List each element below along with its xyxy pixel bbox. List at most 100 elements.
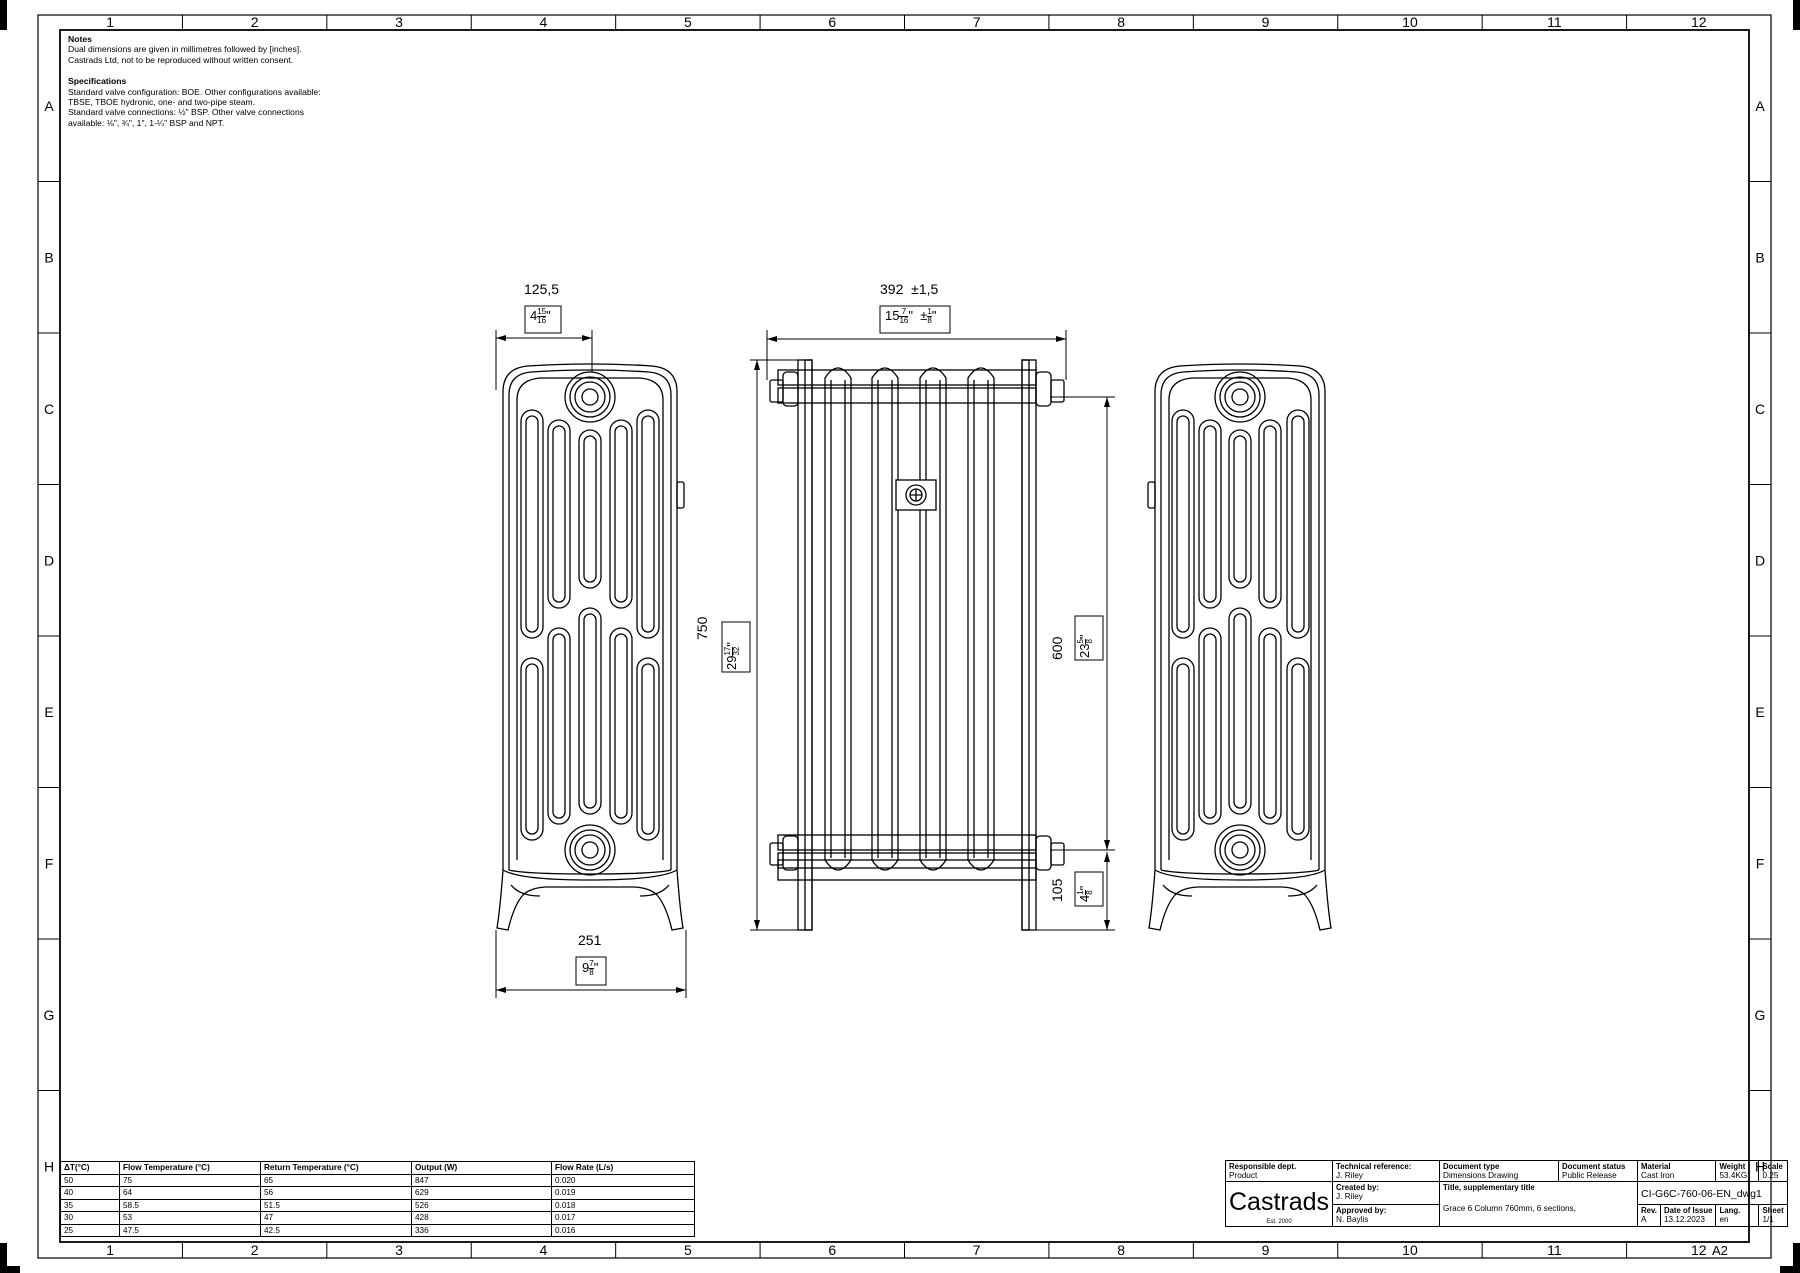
approved-by-cell: Approved by:N. Baylis <box>1332 1203 1441 1227</box>
drawing-number: CI-G6C-760-06-EN_dwg1 <box>1637 1181 1788 1205</box>
table-cell: 35 <box>60 1198 120 1212</box>
grid-col-label: 11 <box>1547 14 1562 30</box>
weight-value: 53.4KG <box>1719 1171 1748 1180</box>
col-header: Flow Temperature (°C) <box>119 1161 261 1175</box>
grid-row-label: A <box>44 98 54 114</box>
table-cell: 58.5 <box>119 1198 261 1212</box>
approved-by-value: N. Baylis <box>1336 1214 1369 1224</box>
table-cell: 51.5 <box>260 1198 412 1212</box>
grid-col-label: 12 <box>1691 14 1707 30</box>
notes-block: Notes Dual dimensions are given in milli… <box>68 34 398 128</box>
date-value: 13.12.2023 <box>1663 1214 1705 1224</box>
side-view-right <box>1147 363 1332 931</box>
material-label: Material <box>1641 1162 1671 1171</box>
table-cell: 0.018 <box>551 1198 695 1212</box>
doc-type-label: Document type <box>1443 1162 1500 1171</box>
table-header-row: ΔT(°C) Flow Temperature (°C) Return Temp… <box>60 1161 695 1175</box>
spec-heading: Specifications <box>68 76 127 87</box>
table-cell: 428 <box>411 1211 552 1225</box>
grid-col-label: 6 <box>828 14 836 30</box>
dim-floor-in-den: 8 <box>1085 890 1095 895</box>
notes-line: Dual dimensions are given in millimetres… <box>68 44 302 55</box>
spec-line: TBSE, TBOE hydronic, one- and two-pipe s… <box>68 97 256 108</box>
spec-line: Standard valve configuration: BOE. Other… <box>68 86 321 97</box>
col-header: Flow Rate (L/s) <box>551 1161 695 1175</box>
responsible-dept-label: Responsible dept. <box>1229 1162 1297 1171</box>
weight-label: Weight <box>1719 1162 1746 1171</box>
grid-col-label: 5 <box>684 14 692 30</box>
dim-width-tol-den: 8 <box>927 316 932 326</box>
dim-base-in-whole: 9 <box>582 960 590 975</box>
grid-col-label: 1 <box>106 14 114 30</box>
rev-value: A <box>1641 1214 1647 1224</box>
lang-value: en <box>1719 1214 1729 1224</box>
dim-width-in-num: 7 <box>899 308 909 318</box>
grid-col-label: 12 <box>1691 1242 1707 1258</box>
grid-col-label: 6 <box>828 1242 836 1258</box>
dim-depth-mm: 125,5 <box>524 281 560 297</box>
dim-depth-in-whole: 4 <box>530 308 538 323</box>
table-cell: 0.016 <box>551 1223 695 1237</box>
table-cell: 50 <box>60 1173 120 1187</box>
dim-base-mm: 251 <box>578 932 602 948</box>
grid-col-label: 7 <box>973 1242 981 1258</box>
dim-depth-in-num: 15 <box>537 307 547 318</box>
dimension-lines <box>495 305 1115 998</box>
grid-col-label: 4 <box>540 1242 548 1258</box>
front-view <box>769 359 1065 931</box>
table-cell: 847 <box>411 1173 552 1187</box>
grid-col-label: 2 <box>251 14 259 30</box>
table-cell: 0.017 <box>551 1211 695 1225</box>
table-row: 25 47.5 42.5 336 0.016 <box>60 1223 695 1237</box>
table-cell: 629 <box>411 1186 552 1200</box>
grid-row-label: A <box>1755 98 1765 114</box>
table-cell: 526 <box>411 1198 552 1212</box>
lang-cell: Lang.en <box>1715 1203 1760 1227</box>
grid-col-label: 9 <box>1262 1242 1270 1258</box>
logo-sub: Est. 2000 <box>1266 1219 1292 1225</box>
table-cell: 40 <box>60 1186 120 1200</box>
grid-col-label: 7 <box>973 14 981 30</box>
table-cell: 47.5 <box>119 1223 261 1237</box>
grid-row-label: D <box>44 552 54 568</box>
created-by-cell: Created by:J. Riley <box>1332 1181 1441 1205</box>
responsible-dept-cell: Responsible dept.Product <box>1224 1160 1334 1182</box>
table-row: 35 58.5 51.5 526 0.018 <box>60 1198 695 1212</box>
grid-row-label: E <box>1755 704 1764 720</box>
table-cell: 42.5 <box>260 1223 412 1237</box>
dim-centres-mm: 600 <box>1049 636 1065 660</box>
tech-ref-label: Technical reference: <box>1336 1162 1412 1171</box>
lang-label: Lang. <box>1719 1205 1741 1215</box>
table-cell: 0.020 <box>551 1173 695 1187</box>
doc-status-label: Document status <box>1562 1162 1626 1171</box>
col-header: ΔT(°C) <box>60 1161 120 1175</box>
dim-base-in-num: 7 <box>589 959 594 970</box>
tech-ref-value: J. Riley <box>1336 1171 1363 1180</box>
grid-row-label: C <box>44 401 54 417</box>
sheet-label: Sheet <box>1762 1205 1784 1215</box>
table-cell: 65 <box>260 1173 412 1187</box>
grid-row-label: G <box>44 1007 55 1023</box>
approved-by-label: Approved by: <box>1336 1205 1387 1215</box>
dim-centres-in-den: 8 <box>1085 639 1095 644</box>
table-cell: 64 <box>119 1186 261 1200</box>
dim-height-in-whole: 29 <box>724 655 739 670</box>
dim-height-mm: 750 <box>694 616 710 640</box>
col-header: Return Temperature (°C) <box>260 1161 412 1175</box>
dim-base-in-den: 8 <box>589 968 594 978</box>
grid-col-label: 9 <box>1262 14 1270 30</box>
col-header: Output (W) <box>411 1161 552 1175</box>
grid-col-label: 8 <box>1117 14 1125 30</box>
grid-col-label: 10 <box>1402 1242 1418 1258</box>
table-cell: 53 <box>119 1211 261 1225</box>
